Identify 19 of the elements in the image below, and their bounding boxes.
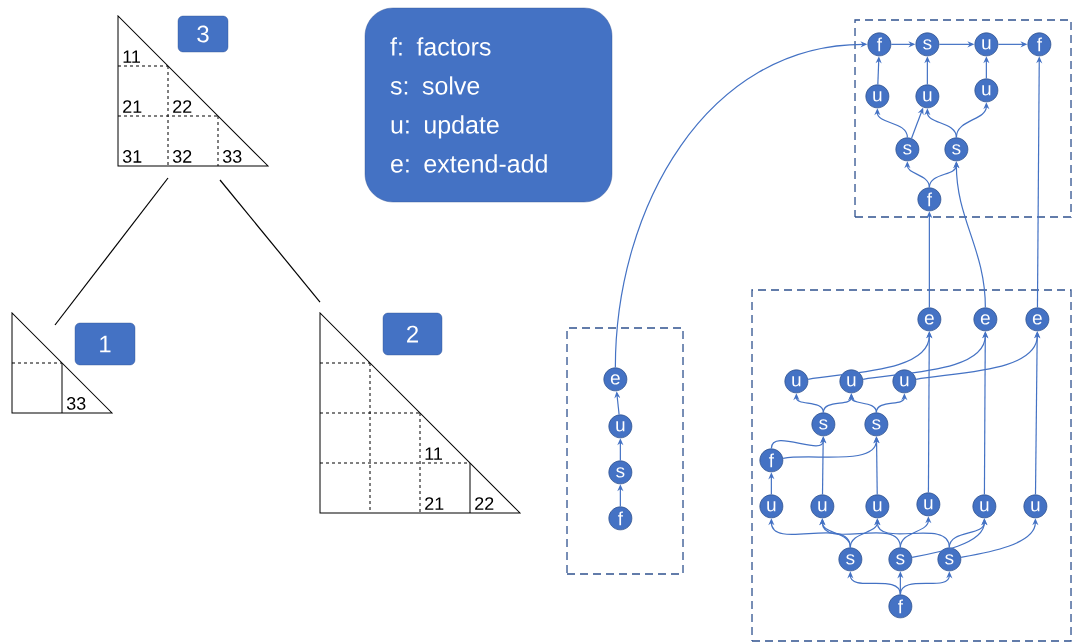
cell-number: 22 xyxy=(475,497,494,510)
cell-number: 21 xyxy=(425,497,444,510)
tree-line xyxy=(54,177,169,326)
cell-number: 33 xyxy=(66,397,86,410)
cell-number: 11 xyxy=(425,447,442,460)
number-badge: 2 xyxy=(382,312,443,356)
cell-number: 31 xyxy=(122,150,142,163)
cell-number: 21 xyxy=(123,100,142,113)
legend-box: f: factors s: solve u: update e: extend-add xyxy=(364,7,613,203)
dashed-frame xyxy=(566,327,684,575)
cell-number: 11 xyxy=(123,50,140,63)
cell-number: 33 xyxy=(222,150,242,163)
cell-number: 22 xyxy=(173,100,192,113)
number-badge: 3 xyxy=(177,15,229,53)
dashed-frame xyxy=(751,289,1072,642)
tree-line xyxy=(219,179,321,303)
number-badge: 1 xyxy=(74,322,136,366)
cell-number: 32 xyxy=(172,150,192,163)
dashed-frame xyxy=(854,19,1072,218)
